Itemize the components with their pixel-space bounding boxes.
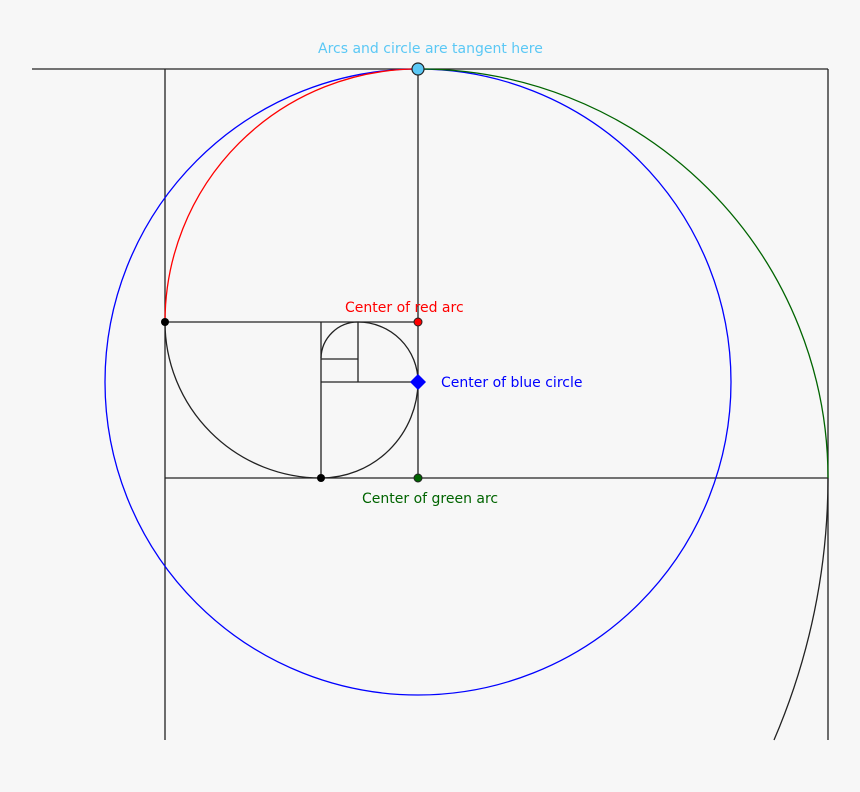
- point-bottom: [317, 474, 325, 482]
- tangent-point: [411, 62, 425, 76]
- tangent-label: Arcs and circle are tangent here: [318, 41, 543, 57]
- red-arc: [164, 68, 419, 323]
- green-arc: [417, 68, 829, 479]
- red-center-label: Center of red arc: [345, 300, 464, 316]
- spiral-black-large: [773, 477, 829, 741]
- red-center-point: [413, 317, 423, 327]
- blue-center-diamond: [410, 374, 426, 390]
- spiral-black-small: [164, 321, 419, 479]
- green-center-label: Center of green arc: [362, 491, 498, 507]
- green-center-point: [413, 473, 423, 483]
- blue-center-label: Center of blue circle: [441, 375, 582, 391]
- point-left: [161, 318, 169, 326]
